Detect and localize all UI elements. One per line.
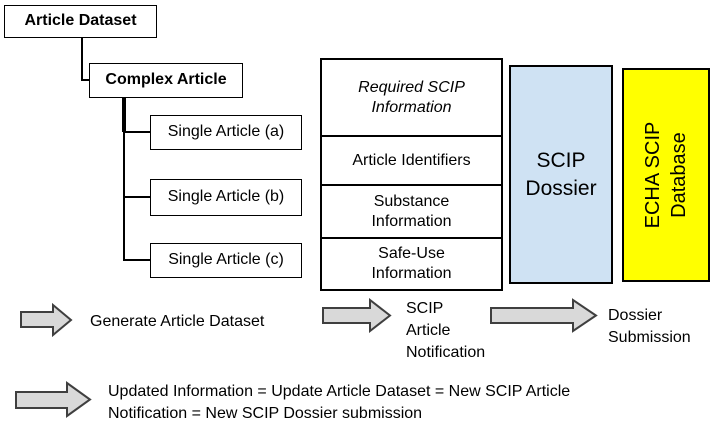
tree-connector-line <box>81 79 89 81</box>
article-dataset-box: Article Dataset <box>4 5 157 38</box>
single-article-a-box: Single Article (a) <box>150 115 302 150</box>
tree-connector-line <box>125 259 150 261</box>
arrow-shape <box>20 303 73 337</box>
single-article-c-box: Single Article (c) <box>150 243 302 278</box>
complex-article-label: Complex Article <box>105 71 227 89</box>
required-scip-info-table: Required SCIP Information Article Identi… <box>320 58 503 291</box>
tree-connector-line <box>123 131 125 261</box>
single-article-a-label: Single Article (a) <box>167 123 285 141</box>
scip-dossier-box: SCIP Dossier <box>509 65 613 284</box>
dossier-submission-label: Dossier Submission <box>608 307 691 346</box>
tree-connector-line <box>125 131 150 133</box>
safe-use-information-label: Safe-Use Information <box>371 245 452 282</box>
info-table-row-substance-information: Substance Information <box>322 184 501 237</box>
right-arrow-icon <box>322 298 392 333</box>
scip-article-notification-label: SCIP Article Notification <box>406 300 486 361</box>
article-identifiers-label: Article Identifiers <box>352 151 471 169</box>
right-arrow-icon <box>490 298 598 333</box>
tree-connector-line <box>125 196 150 198</box>
article-dataset-label: Article Dataset <box>24 12 137 30</box>
update-note-text: Updated Information = Update Article Dat… <box>108 383 571 422</box>
single-article-b-box: Single Article (b) <box>150 179 302 216</box>
single-article-b-label: Single Article (b) <box>167 188 285 206</box>
tree-connector-line <box>81 38 83 80</box>
info-table-header: Required SCIP Information <box>322 60 501 135</box>
scip-dossier-label: SCIP Dossier <box>525 149 597 200</box>
substance-information-label: Substance Information <box>371 192 452 230</box>
right-arrow-icon <box>15 381 92 418</box>
complex-article-box: Complex Article <box>89 63 243 98</box>
right-arrow-icon <box>20 303 73 337</box>
tree-connector-line <box>122 98 126 132</box>
arrow-shape <box>15 381 92 418</box>
arrow-shape <box>490 298 598 333</box>
info-table-row-article-identifiers: Article Identifiers <box>322 135 501 184</box>
generate-article-dataset-label: Generate Article Dataset <box>90 313 265 330</box>
info-table-header-label: Required SCIP Information <box>358 78 465 116</box>
echa-scip-database-box: ECHA SCIP Database <box>622 68 710 282</box>
arrow-shape <box>322 298 392 333</box>
echa-scip-database-label: ECHA SCIP Database <box>642 121 690 229</box>
info-table-row-safe-use-information: Safe-Use Information <box>322 237 501 289</box>
single-article-c-label: Single Article (c) <box>168 251 284 269</box>
